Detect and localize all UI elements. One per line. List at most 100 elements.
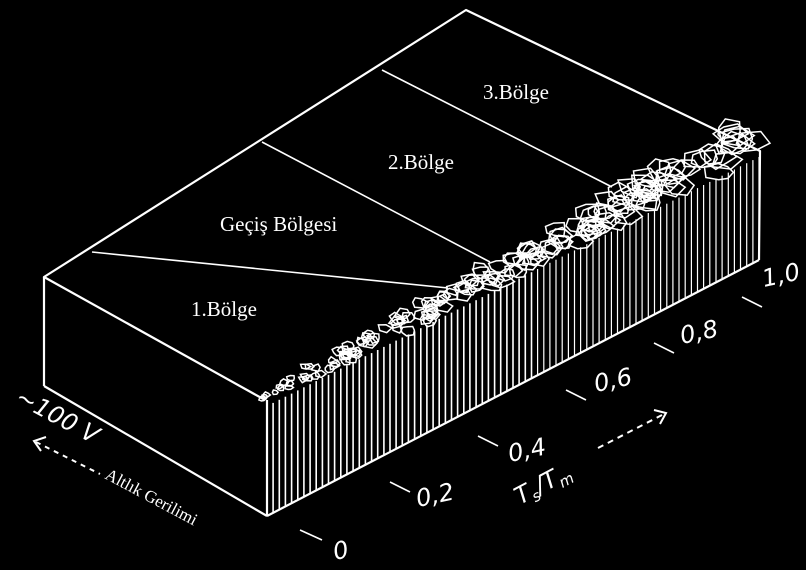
grain-cell (278, 378, 290, 387)
grain-cell (399, 325, 416, 337)
grain-cell (356, 336, 370, 348)
grain-cell (735, 130, 772, 152)
bias-value-label: ~100 V (11, 383, 105, 451)
grain-cell (460, 273, 479, 287)
grain-cell (299, 363, 313, 370)
grain-cell (411, 296, 430, 309)
grain-texture (257, 118, 772, 402)
grain-cell (553, 234, 573, 250)
grain-cell (580, 222, 603, 242)
tick-mark-0-6 (565, 389, 587, 401)
grain-cell (436, 291, 452, 302)
grain-cell (468, 279, 485, 293)
grain-cell (413, 308, 430, 322)
grain-cell (257, 395, 267, 402)
grain-cell (482, 271, 501, 285)
grain-cell (324, 364, 336, 374)
grain-cell (454, 279, 474, 294)
grain-cell (719, 131, 756, 155)
grain-cell (616, 178, 642, 199)
grain-cell (365, 332, 380, 345)
tick-label-0-6: 0,6 (591, 363, 634, 398)
bias-axis-label: Altlık Gerilimi (102, 465, 201, 530)
zone1-label: 1.Bölge (191, 297, 257, 321)
grain-cell (309, 371, 321, 380)
grain-cell (607, 194, 631, 215)
grain-cell (420, 297, 439, 307)
grain-cell (377, 324, 394, 334)
grain-cell (392, 307, 411, 320)
grain-cell (503, 252, 524, 266)
tick-label-0-4: 0,4 (505, 433, 548, 468)
grain-cell (607, 181, 638, 201)
temperature-axis: 0 0,2 0,4 0,6 0,8 1,0 Ts/Tm (299, 258, 803, 566)
top-back-edges (42, 8, 762, 401)
boundary-transition-zone2 (261, 141, 491, 263)
grain-cell (297, 375, 310, 384)
grain-cell (720, 125, 756, 147)
grain-cell (340, 350, 355, 360)
columnar-texture (266, 157, 760, 516)
grain-cell (508, 263, 528, 279)
tick-mark-1-0 (741, 296, 763, 308)
grain-cell (640, 171, 669, 187)
zone3-label: 3.Bölge (483, 80, 549, 104)
tick-mark-0 (299, 529, 323, 541)
grain-cell (544, 236, 564, 256)
grain-cell (711, 151, 744, 170)
grain-cell (521, 240, 545, 259)
grain-cell (663, 176, 696, 196)
boundary-zone1-transition (91, 251, 449, 289)
grain-cell (504, 262, 524, 278)
tick-label-1-0: 1,0 (759, 258, 802, 293)
grain-cell (262, 390, 272, 398)
grain-cell (271, 389, 280, 396)
temperature-arrow-head (653, 409, 668, 425)
bias-arrow-head (32, 436, 47, 452)
tick-label-0-8: 0,8 (677, 315, 720, 350)
transition-zone-label: Geçiş Bölgesi (220, 212, 337, 236)
grain-cell (703, 162, 735, 181)
grain-cell (576, 224, 599, 243)
grain-cell (516, 240, 537, 254)
grain-cell (285, 374, 296, 382)
grain-cell (703, 143, 738, 171)
grain-cell (579, 204, 601, 224)
grain-cell (630, 174, 659, 193)
grain-cell (314, 369, 328, 379)
tick-label-0: 0 (330, 535, 351, 566)
grain-cell (646, 158, 672, 184)
tick-mark-0-8 (653, 342, 675, 354)
tick-label-0-2: 0,2 (413, 478, 456, 513)
bias-axis: ~100 V Altlık Gerilimi (11, 383, 201, 530)
bias-arrow-line (35, 441, 101, 475)
grain-cell (396, 314, 410, 325)
zone-boundaries (91, 69, 613, 289)
tick-mark-0-2 (389, 481, 411, 493)
grain-cell (567, 233, 595, 250)
grain-cell (336, 345, 350, 356)
bottom-front-edge (43, 385, 268, 517)
boundary-zone2-zone3 (381, 69, 613, 188)
grain-cell (637, 178, 664, 197)
grain-cell (387, 314, 407, 326)
grain-cell (495, 268, 516, 282)
grain-cell (472, 261, 490, 277)
grain-cell (481, 274, 498, 286)
grain-cell (310, 363, 321, 373)
grain-cell (654, 166, 686, 189)
grain-cell (362, 329, 376, 340)
tick-mark-0-4 (477, 435, 499, 447)
grain-cell (668, 159, 702, 178)
grain-cell (631, 180, 663, 199)
grain-cell (577, 215, 602, 232)
temperature-arrow-line (597, 413, 665, 449)
grain-cell (690, 149, 719, 169)
grain-cell (331, 346, 344, 357)
grain-cell (650, 172, 680, 193)
zone2-label: 2.Bölge (388, 150, 454, 174)
grain-cell (442, 287, 458, 301)
grain-cell (424, 303, 439, 318)
